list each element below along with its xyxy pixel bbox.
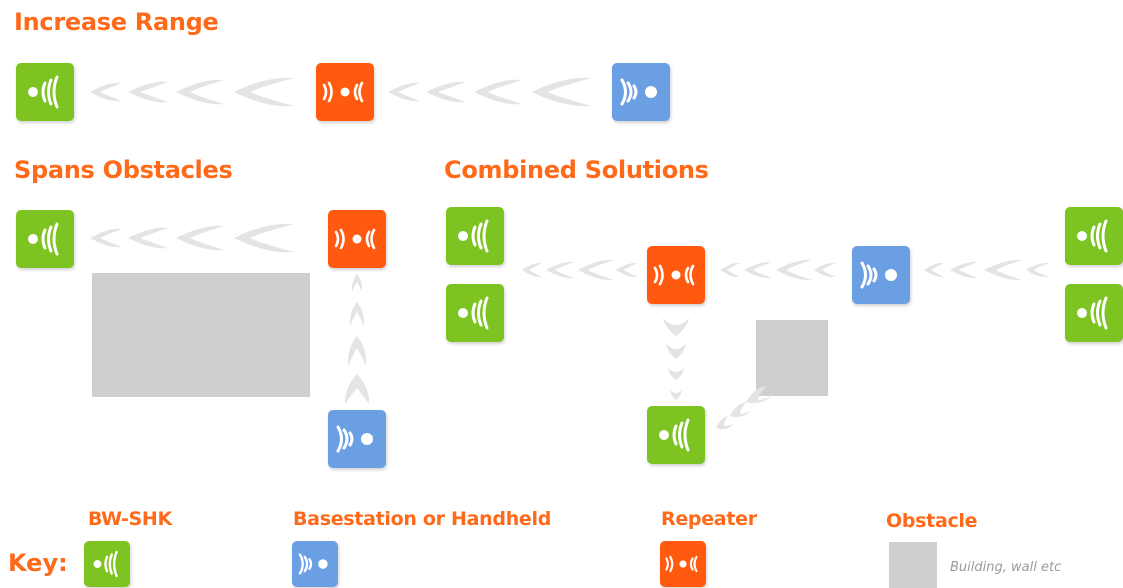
transmitter-icon	[458, 219, 489, 253]
signal-arrow-left	[386, 72, 596, 112]
bw-shk-device	[446, 207, 504, 265]
key-repeater-swatch	[660, 541, 706, 587]
repeater-device	[647, 246, 705, 304]
bw-shk-device	[1065, 207, 1123, 265]
transmitter-icon	[1077, 219, 1108, 253]
signal-arrow-diagonal	[712, 378, 776, 434]
signal-arrow-left	[718, 254, 838, 286]
receiver-icon	[336, 425, 373, 453]
signal-arrow-left	[88, 72, 298, 112]
bw-shk-device	[16, 63, 74, 121]
bw-shk-device	[16, 210, 74, 268]
repeater-icon	[322, 81, 364, 103]
signal-arrow-left	[922, 254, 1052, 286]
signal-arrow-left	[88, 218, 298, 258]
key-bw-shk-swatch	[84, 541, 130, 587]
receiver-icon	[298, 553, 328, 575]
basestation-device	[328, 410, 386, 468]
repeater-icon	[334, 228, 376, 250]
heading-spans-obstacles: Spans Obstacles	[14, 156, 233, 184]
transmitter-icon	[659, 418, 690, 452]
basestation-device	[852, 246, 910, 304]
key-label-obstacle: Obstacle	[886, 510, 978, 532]
key-title: Key:	[8, 549, 68, 577]
heading-combined-solutions: Combined Solutions	[444, 156, 709, 184]
signal-arrow-down	[659, 316, 693, 408]
transmitter-icon	[28, 222, 59, 256]
obstacle-building	[756, 320, 828, 396]
heading-increase-range: Increase Range	[14, 8, 219, 36]
repeater-device	[328, 210, 386, 268]
bw-shk-device	[1065, 284, 1123, 342]
transmitter-icon	[1077, 296, 1108, 330]
transmitter-icon	[458, 296, 489, 330]
key-obstacle-note: Building, wall etc	[950, 560, 1062, 575]
repeater-icon	[665, 555, 698, 573]
transmitter-icon	[93, 550, 118, 578]
transmitter-icon	[28, 75, 59, 109]
key-label-basestation: Basestation or Handheld	[293, 508, 552, 530]
key-obstacle-swatch	[889, 542, 937, 588]
signal-arrow-left	[520, 254, 640, 286]
repeater-device	[316, 63, 374, 121]
signal-arrow-up	[340, 272, 374, 406]
receiver-icon	[860, 261, 897, 289]
key-basestation-swatch	[292, 541, 338, 587]
receiver-icon	[620, 78, 657, 106]
repeater-icon	[653, 264, 695, 286]
basestation-device	[612, 63, 670, 121]
obstacle-building	[92, 273, 310, 397]
bw-shk-device	[446, 284, 504, 342]
key-label-bw-shk: BW-SHK	[88, 508, 172, 530]
bw-shk-device	[647, 406, 705, 464]
key-label-repeater: Repeater	[661, 508, 757, 530]
